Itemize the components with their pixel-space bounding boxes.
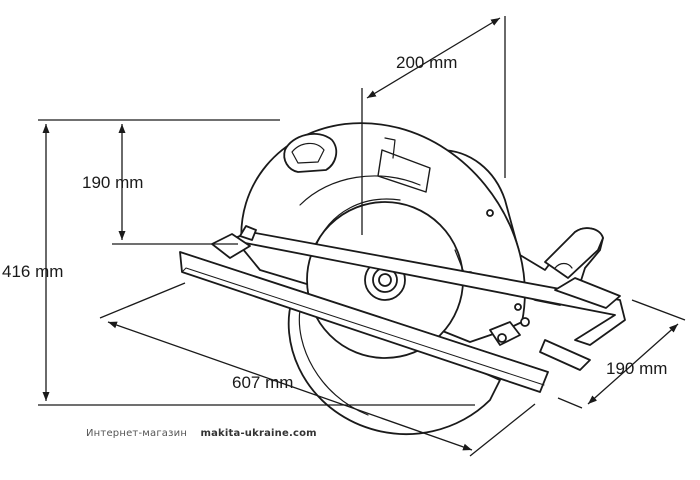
top-width-dimension	[366, 17, 501, 99]
base-width-label: 190 mm	[606, 359, 667, 378]
site-link[interactable]: makita-ukraine.com	[200, 428, 317, 439]
rear-handle	[544, 227, 604, 279]
cut-depth-label: 190 mm	[82, 173, 143, 192]
base-width-lower-leader	[557, 397, 583, 409]
base-width-dimension	[587, 323, 679, 405]
top-width-label: 200 mm	[396, 53, 457, 72]
length-right-leader	[469, 403, 536, 457]
footer-watermark: Интернет-магазин makita-ukraine.com	[86, 428, 317, 439]
base-width-upper-leader	[631, 299, 686, 321]
length-left-leader	[99, 282, 186, 319]
length-dimension	[107, 321, 473, 451]
overall-height-label: 416 mm	[2, 262, 63, 281]
shop-label: Интернет-магазин	[86, 428, 188, 439]
length-label: 607 mm	[232, 373, 293, 392]
extension-lines	[38, 16, 686, 457]
